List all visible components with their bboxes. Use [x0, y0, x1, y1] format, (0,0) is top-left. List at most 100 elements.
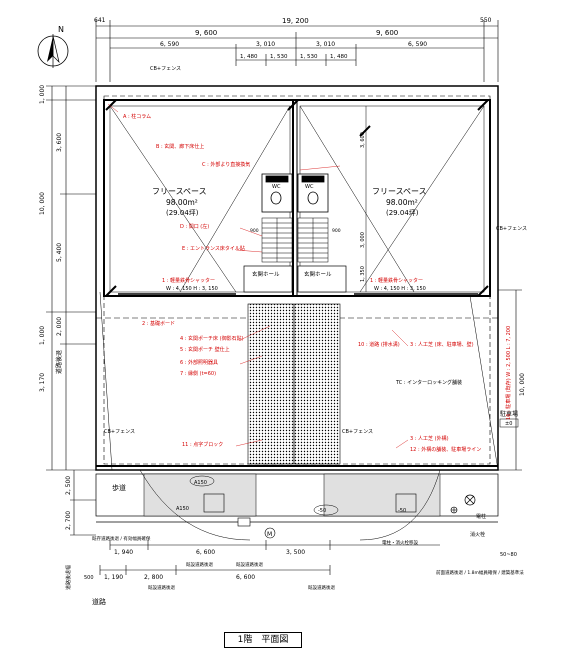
room-left-name: フリースペース [152, 187, 207, 196]
room-left-tsubo: (29.04坪) [166, 209, 199, 217]
note-foundation: 2 : 基礎ボード [142, 320, 175, 327]
dim-bot-lot: 500 [84, 575, 94, 581]
room-right-name: フリースペース [372, 187, 427, 196]
stair-right-dim: 900 [332, 228, 341, 234]
note-porch-floor: 4 : 玄関ポーチ床 (御影石貼) [180, 335, 244, 342]
note-shutter-right-dim: W : 4, 150 H : 3, 150 [374, 286, 426, 292]
note-d: D : 間口 (左) [180, 223, 209, 230]
room-diagonals [99, 105, 499, 471]
sidewalk-label: 歩道 [112, 483, 126, 492]
north-arrow: N [37, 25, 69, 68]
dim-right-total: 10, 000 [519, 373, 526, 396]
dim-top [95, 20, 499, 82]
hydrant-label: 消火栓 [470, 531, 485, 538]
dim-left-lower: 5, 400 [56, 243, 63, 262]
level-b: -50 [318, 508, 326, 514]
note-turf-1: 3 : 人工芝 (床、駐車場、壁) [410, 341, 474, 348]
dim-top-half-left: 9, 600 [195, 29, 217, 37]
level-a: A150 [194, 480, 207, 486]
guard-rails [203, 493, 417, 527]
dim-left-setback: 道路後退 [55, 350, 63, 374]
dim-left-upper: 3, 600 [56, 133, 63, 152]
pole-label: 電柱 [476, 513, 486, 520]
north-label: N [58, 25, 64, 34]
dim-bottom [99, 540, 440, 575]
stairs [261, 217, 329, 263]
dim-right [498, 289, 522, 471]
hydrant [464, 494, 476, 506]
entry-left-label: 玄関ホール [252, 270, 280, 278]
dim-right-inner-1: 3, 600 [360, 132, 366, 148]
cb-right-label: CB+フェンス [496, 226, 527, 232]
road-label: 道路 [92, 597, 106, 606]
note-parking: 16 : 駐車場 (既存) W : 2, 500 L : 7, 200 [505, 326, 512, 420]
dim-row2-3: 3, 010 [316, 41, 335, 48]
dim-top-right-edge: 550 [480, 17, 492, 24]
dim-left [46, 85, 96, 536]
road-setback-label: 道路後退幅 [65, 565, 72, 590]
wc-right-label: WC [305, 184, 314, 190]
note-shutter-left-dim: W : 4, 150 H : 3, 150 [166, 286, 218, 292]
note-porch-wall: 5 : 玄関ポーチ 壁仕上 [180, 346, 230, 353]
entry-halls [243, 265, 347, 293]
note-turf-2: 3 : 人工芝 (外構) [410, 435, 449, 442]
dim-row3-3: 1, 530 [300, 54, 318, 60]
dim-bot-lbl-4: 既設道路後退 [308, 584, 335, 591]
dim-row3-4: 1, 480 [330, 54, 348, 60]
note-a: A : 柱コラム [123, 113, 151, 120]
dim-right-inner-3: 1, 350 [360, 266, 366, 282]
building [103, 99, 491, 297]
note-b: B : 玄関、廊下床仕上 [156, 143, 204, 150]
dim-row3-2: 1, 530 [270, 54, 288, 60]
cb-mid-bottom-label: CB+フェンス [342, 429, 373, 435]
dim-row2-1: 6, 590 [160, 41, 179, 48]
note-tactile: 11 : 点字ブロック [182, 441, 223, 448]
dim-left-total: 10, 000 [39, 192, 46, 215]
dim-bot-lbl-2: 既設道路後退 [236, 561, 263, 568]
note-left-existing: 既存道路後退 / 有効幅員確保 [92, 535, 151, 542]
dim-left-c: 3, 170 [39, 373, 46, 392]
note-bottom-right: 前面道路後退 / 1.8m幅員確保 / 建築基準法 [436, 569, 524, 576]
dim-bot-2: 6, 600 [196, 549, 215, 556]
dim-row3-1: 1, 480 [240, 54, 258, 60]
wc-left-label: WC [272, 184, 281, 190]
entry-right-label: 玄関ホール [304, 270, 332, 278]
note-relocation: 電柱・消火栓移設 [382, 539, 418, 546]
room-right-area: 98.00m² [386, 198, 418, 207]
dim-bot-lbl-3: 既設道路後退 [148, 584, 175, 591]
note-paving: 12 : 外構の舗装、駐車場ライン [410, 446, 481, 453]
dim-left-road: 2, 700 [65, 511, 72, 530]
dim-right-inner-2: 3, 000 [360, 232, 366, 248]
site-boundary [95, 85, 499, 471]
level-d: A150 [176, 506, 189, 512]
dim-left-sidewalk: 2, 500 [65, 476, 72, 495]
note-interlocking: TC : インターロッキング舗装 [395, 379, 462, 386]
wc-block [261, 173, 329, 213]
cb-left-bottom-label: CB+フェンス [104, 429, 135, 435]
dim-bot-4: 1, 190 [104, 574, 123, 581]
level-c: -50 [398, 508, 406, 514]
note-veranda: 7 : 縁側 (t=60) [180, 370, 216, 377]
dim-row2-4: 6, 590 [408, 41, 427, 48]
room-left-area: 98.00m² [166, 198, 198, 207]
cb-top-label: CB+フェンス [150, 66, 181, 72]
note-light: 6 : 外部照明器具 [180, 359, 218, 366]
dim-bot-5: 2, 800 [144, 574, 163, 581]
note-road-drain: 10 : 道路 (排水溝) [358, 341, 400, 348]
dim-bot-6: 6, 600 [236, 574, 255, 581]
dim-left-a: 2, 000 [56, 317, 63, 336]
dim-row2-2: 3, 010 [256, 41, 275, 48]
dim-50-80: 50~80 [500, 552, 517, 558]
note-e: E : エントランス床タイル貼 [182, 245, 245, 252]
dim-bot-lbl-1: 既設道路後退 [186, 561, 213, 568]
utility-pole [450, 506, 458, 514]
note-shutter-right: 1 : 軽量鉄骨シャッター [370, 277, 423, 284]
stair-left-dim: 900 [250, 228, 259, 234]
note-c: C : 外部より直接換気 [202, 161, 250, 168]
parking-level: ±0 [505, 421, 512, 427]
column-markers [105, 99, 489, 297]
sidewalk [95, 473, 499, 523]
dim-left-top: 1, 000 [39, 85, 46, 104]
note-leaders [107, 103, 409, 449]
